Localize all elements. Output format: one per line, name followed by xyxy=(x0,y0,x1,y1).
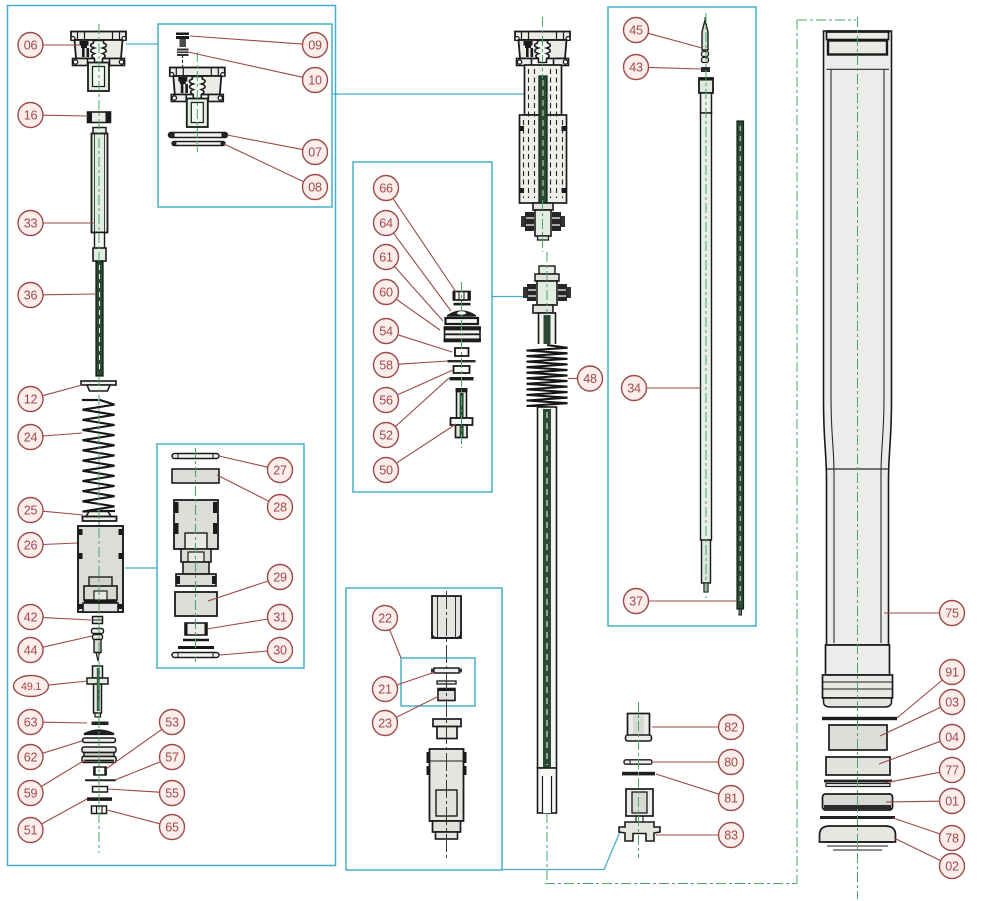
svg-text:81: 81 xyxy=(724,791,738,805)
svg-text:45: 45 xyxy=(629,23,643,37)
svg-text:08: 08 xyxy=(308,180,322,194)
svg-text:48: 48 xyxy=(583,372,597,386)
svg-text:12: 12 xyxy=(24,392,38,406)
svg-text:91: 91 xyxy=(945,665,959,679)
svg-text:53: 53 xyxy=(165,715,179,729)
svg-text:34: 34 xyxy=(627,381,641,395)
svg-text:63: 63 xyxy=(24,715,38,729)
svg-text:23: 23 xyxy=(378,716,392,730)
svg-text:22: 22 xyxy=(378,611,392,625)
svg-text:36: 36 xyxy=(24,288,38,302)
svg-text:58: 58 xyxy=(379,358,393,372)
svg-text:59: 59 xyxy=(24,786,38,800)
svg-text:07: 07 xyxy=(308,145,322,159)
svg-text:57: 57 xyxy=(165,750,179,764)
svg-text:66: 66 xyxy=(379,181,393,195)
svg-text:06: 06 xyxy=(24,38,38,52)
svg-text:28: 28 xyxy=(273,500,287,514)
svg-text:64: 64 xyxy=(379,216,393,230)
svg-text:80: 80 xyxy=(724,755,738,769)
svg-text:83: 83 xyxy=(724,828,738,842)
svg-text:56: 56 xyxy=(379,393,393,407)
svg-text:16: 16 xyxy=(24,108,38,122)
svg-text:51: 51 xyxy=(24,823,38,837)
svg-text:82: 82 xyxy=(724,720,738,734)
svg-text:29: 29 xyxy=(273,570,287,584)
svg-text:78: 78 xyxy=(945,831,959,845)
svg-text:44: 44 xyxy=(24,643,38,657)
svg-text:42: 42 xyxy=(24,610,38,624)
svg-text:50: 50 xyxy=(379,463,393,477)
svg-text:77: 77 xyxy=(945,763,959,777)
svg-text:61: 61 xyxy=(379,250,393,264)
svg-text:02: 02 xyxy=(945,859,959,873)
svg-text:49.1: 49.1 xyxy=(21,681,41,693)
svg-text:04: 04 xyxy=(945,730,959,744)
svg-text:25: 25 xyxy=(24,503,38,517)
svg-text:10: 10 xyxy=(308,73,322,87)
svg-text:31: 31 xyxy=(273,610,287,624)
svg-text:75: 75 xyxy=(945,606,959,620)
svg-text:21: 21 xyxy=(378,682,392,696)
svg-text:33: 33 xyxy=(24,216,38,230)
svg-text:54: 54 xyxy=(379,324,393,338)
svg-text:55: 55 xyxy=(165,786,179,800)
svg-text:27: 27 xyxy=(273,463,287,477)
svg-text:37: 37 xyxy=(629,594,643,608)
svg-text:03: 03 xyxy=(945,695,959,709)
svg-text:01: 01 xyxy=(945,794,959,808)
svg-text:65: 65 xyxy=(165,820,179,834)
svg-text:24: 24 xyxy=(24,430,38,444)
svg-text:60: 60 xyxy=(379,285,393,299)
svg-text:52: 52 xyxy=(379,428,393,442)
svg-text:43: 43 xyxy=(629,60,643,74)
svg-text:09: 09 xyxy=(308,38,322,52)
svg-text:30: 30 xyxy=(273,643,287,657)
svg-text:62: 62 xyxy=(24,750,38,764)
svg-text:26: 26 xyxy=(24,538,38,552)
